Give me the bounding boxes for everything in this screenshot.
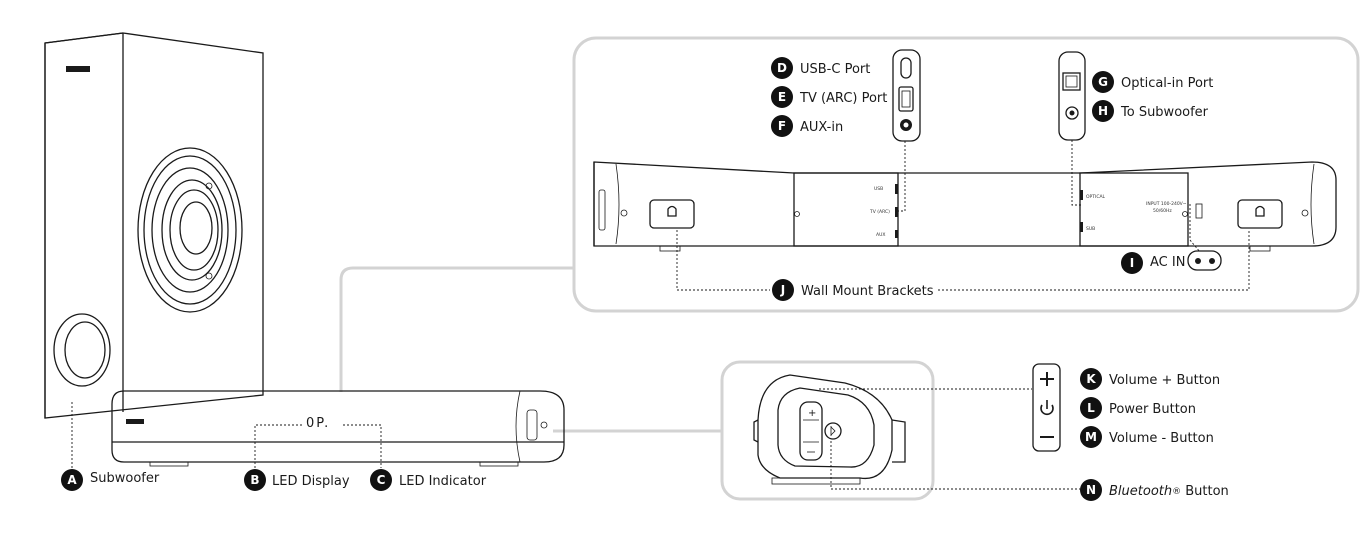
label-to-subwoofer: H To Subwoofer — [1092, 100, 1209, 122]
ac-inlet-icon — [1187, 250, 1222, 271]
svg-text:G: G — [1098, 75, 1108, 89]
label-tv-arc-port: E TV (ARC) Port — [771, 86, 887, 108]
port-closeup-left — [892, 49, 921, 142]
svg-text:USB-C Port: USB-C Port — [800, 62, 870, 77]
svg-text:J: J — [780, 283, 785, 297]
svg-text:K: K — [1086, 372, 1096, 386]
optical-port-icon — [1062, 72, 1081, 91]
power-icon — [1040, 400, 1054, 416]
label-led-indicator: C LED Indicator — [370, 469, 487, 491]
label-volume-down-button: M Volume - Button — [1080, 426, 1214, 448]
side-view-panel — [720, 360, 935, 501]
svg-text:+: + — [808, 408, 816, 419]
label-subwoofer: A Subwoofer — [61, 469, 160, 491]
svg-text:F: F — [778, 119, 786, 133]
svg-text:Power Button: Power Button — [1109, 402, 1196, 417]
leader-N — [830, 441, 1080, 490]
leader-J-left — [676, 230, 770, 291]
svg-text:A: A — [67, 473, 77, 487]
soundbar-rear: USB TV (ARC) AUX OPTICAL SUB INPUT 100-2… — [593, 161, 1337, 252]
usb-c-port-icon — [900, 57, 912, 79]
wall-bracket-right — [1237, 199, 1283, 229]
label-power-button: L Power Button — [1080, 397, 1196, 419]
svg-text:I: I — [1130, 256, 1134, 270]
wall-bracket-left — [649, 199, 695, 229]
svg-text:N: N — [1086, 483, 1096, 497]
svg-text:Subwoofer: Subwoofer — [90, 471, 160, 486]
rear-label-input-1: INPUT 100-240V~ — [1146, 201, 1187, 207]
led-display-readout: 0P. — [306, 416, 330, 431]
leader-I — [1189, 204, 1201, 253]
rear-label-input-2: 50/60Hz — [1153, 208, 1172, 214]
sub-out-port-icon — [1065, 106, 1079, 120]
svg-text:Bluetooth® Button: Bluetooth® Button — [1109, 484, 1229, 499]
rear-view-panel — [572, 36, 1360, 313]
rear-label-sub: SUB — [1086, 226, 1095, 232]
hdmi-port-icon — [898, 86, 914, 112]
svg-text:AUX-in: AUX-in — [800, 120, 843, 135]
svg-text:E: E — [778, 90, 786, 104]
svg-text:To Subwoofer: To Subwoofer — [1120, 105, 1209, 120]
bluetooth-button-shape — [824, 422, 842, 440]
svg-text:Volume + Button: Volume + Button — [1109, 373, 1220, 388]
callout-connector-top — [339, 266, 574, 392]
svg-text:TV (ARC) Port: TV (ARC) Port — [799, 91, 887, 106]
svg-text:B: B — [250, 473, 259, 487]
label-volume-up-button: K Volume + Button — [1080, 368, 1220, 390]
svg-text:L: L — [1087, 401, 1095, 415]
label-ac-in: I AC IN — [1121, 252, 1185, 274]
label-led-display: B LED Display — [244, 469, 350, 491]
brand-logo-bar — [126, 419, 144, 424]
soundbar-side-closeup: + — [753, 374, 906, 485]
svg-text:Optical-in Port: Optical-in Port — [1121, 76, 1213, 91]
rear-label-usb: USB — [874, 186, 883, 192]
svg-text:H: H — [1098, 104, 1108, 118]
svg-text:Wall Mount Brackets: Wall Mount Brackets — [801, 284, 934, 299]
svg-text:C: C — [377, 473, 386, 487]
rear-label-optical: OPTICAL — [1086, 194, 1106, 200]
label-aux-in: F AUX-in — [771, 115, 843, 137]
soundbar-front: 0P. — [111, 390, 565, 467]
svg-text:LED Display: LED Display — [272, 474, 350, 489]
subwoofer — [44, 32, 264, 419]
label-wall-mount-brackets: J Wall Mount Brackets — [772, 279, 934, 301]
button-strip — [1032, 363, 1061, 452]
brand-logo-sub — [66, 66, 90, 72]
rear-label-tv: TV (ARC) — [869, 209, 890, 215]
leader-GH — [1071, 140, 1081, 206]
rear-port-module-right — [1079, 172, 1189, 247]
svg-text:Volume - Button: Volume - Button — [1109, 431, 1214, 446]
svg-text:D: D — [777, 61, 787, 75]
label-bluetooth-button: N Bluetooth® Button — [1080, 479, 1229, 501]
leader-DEF — [898, 141, 906, 212]
label-usb-c-port: D USB-C Port — [771, 57, 870, 79]
svg-text:LED Indicator: LED Indicator — [399, 474, 487, 489]
rear-label-aux: AUX — [876, 232, 885, 238]
svg-text:M: M — [1085, 430, 1097, 444]
plus-icon — [1040, 372, 1054, 386]
leader-C — [343, 424, 382, 468]
svg-text:AC IN: AC IN — [1150, 255, 1185, 270]
label-optical-in-port: G Optical-in Port — [1092, 71, 1213, 93]
